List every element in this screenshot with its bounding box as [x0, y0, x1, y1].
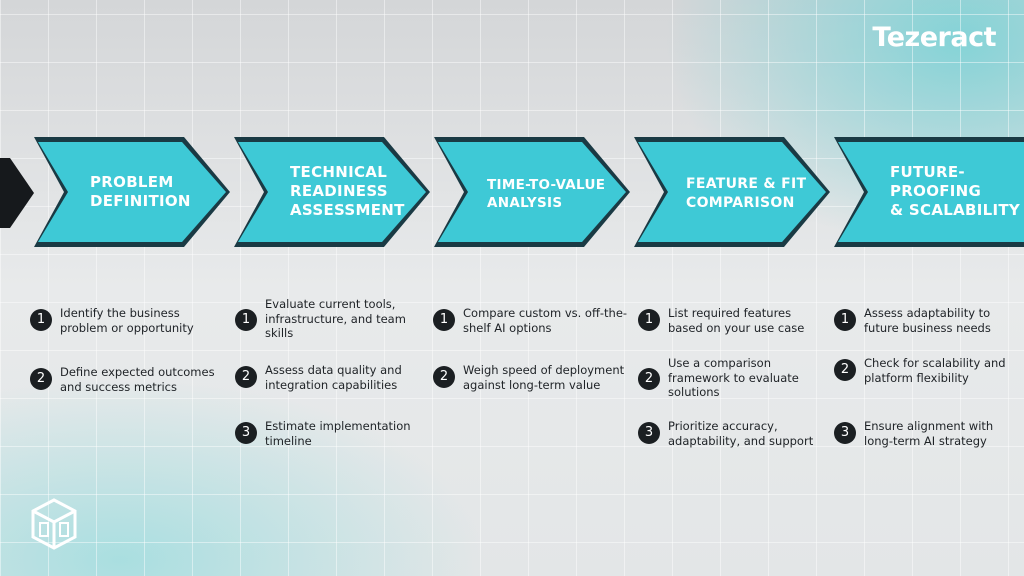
cube-logo-icon	[31, 498, 77, 550]
stage-chevron-time-to-value: TIME-TO-VALUE ANALYSIS	[434, 137, 634, 247]
stage-title: FUTURE- PROOFING & SCALABILITY	[890, 163, 1020, 220]
step-text: Check for scalability and platform flexi…	[864, 356, 1006, 385]
chevron-arrow-icon	[634, 137, 830, 247]
step-number-badge: 2	[235, 366, 257, 388]
step-text: Assess adaptability to future business n…	[864, 306, 991, 335]
stage-1-step-1: 1 Identify the business problem or oppor…	[30, 306, 225, 335]
step-text: Assess data quality and integration capa…	[265, 363, 402, 392]
stage-2-step-3: 3 Estimate implementation timeline	[235, 419, 420, 448]
stage-title-line: & SCALABILITY	[890, 201, 1021, 219]
stage-title-line: FEATURE & FIT	[686, 176, 807, 192]
stage-title-line: ANALYSIS	[487, 195, 563, 211]
stage-chevron-feature-fit: FEATURE & FIT COMPARISON	[634, 137, 834, 247]
stage-title-line: DEFINITION	[90, 192, 191, 210]
stage-title-line: PROBLEM	[90, 173, 174, 191]
stage-title-line: COMPARISON	[686, 195, 795, 211]
stage-2-step-2: 2 Assess data quality and integration ca…	[235, 363, 420, 392]
stage-5-step-3: 3 Ensure alignment with long-term AI str…	[834, 419, 1014, 448]
step-text: Estimate implementation timeline	[265, 419, 411, 448]
stage-title: FEATURE & FIT COMPARISON	[686, 175, 806, 213]
step-text: Prioritize accuracy, adaptability, and s…	[668, 419, 814, 448]
step-text: Define expected outcomes and success met…	[60, 365, 215, 394]
chevron-arrow-icon	[234, 137, 430, 247]
step-number-badge: 2	[638, 368, 660, 390]
brand-logo: Tezeract	[872, 22, 996, 53]
left-arrow-tip-icon	[0, 158, 34, 228]
step-number-badge: 1	[834, 309, 856, 331]
step-text: Use a comparison framework to evaluate s…	[668, 356, 799, 399]
stage-title-line: ASSESSMENT	[290, 201, 405, 219]
stage-4-step-2: 2 Use a comparison framework to evaluate…	[638, 356, 823, 400]
stage-chevron-problem-definition: PROBLEM DEFINITION	[34, 137, 234, 247]
step-text: List required features based on your use…	[668, 306, 805, 335]
chevron-arrow-icon	[834, 137, 1024, 247]
step-number-badge: 3	[235, 422, 257, 444]
step-number-badge: 3	[834, 422, 856, 444]
stage-1-step-2: 2 Define expected outcomes and success m…	[30, 365, 225, 394]
stage-title: TECHNICAL READINESS ASSESSMENT	[290, 163, 405, 220]
stage-3-step-2: 2 Weigh speed of deployment against long…	[433, 363, 633, 392]
chevron-arrow-icon	[434, 137, 630, 247]
step-number-badge: 1	[638, 309, 660, 331]
step-text: Identify the business problem or opportu…	[60, 306, 194, 335]
stage-title-line: READINESS	[290, 182, 388, 200]
stage-chevron-technical-readiness: TECHNICAL READINESS ASSESSMENT	[234, 137, 434, 247]
step-number-badge: 1	[433, 309, 455, 331]
step-number-badge: 1	[30, 309, 52, 331]
stage-5-step-2: 2 Check for scalability and platform fle…	[834, 356, 1014, 385]
step-number-badge: 1	[235, 309, 257, 331]
step-text: Weigh speed of deployment against long-t…	[463, 363, 625, 392]
stage-title-line: PROOFING	[890, 182, 982, 200]
stage-title: TIME-TO-VALUE ANALYSIS	[487, 176, 605, 212]
stage-4-step-3: 3 Prioritize accuracy, adaptability, and…	[638, 419, 823, 448]
step-number-badge: 2	[30, 368, 52, 390]
stage-3-step-1: 1 Compare custom vs. off-the-shelf AI op…	[433, 306, 633, 335]
stage-title: PROBLEM DEFINITION	[90, 173, 191, 211]
step-number-badge: 3	[638, 422, 660, 444]
stage-title-line: TIME-TO-VALUE	[487, 177, 606, 193]
stage-4-step-1: 1 List required features based on your u…	[638, 306, 823, 335]
step-number-badge: 2	[834, 359, 856, 381]
chevron-arrow-icon	[34, 137, 230, 247]
stage-5-step-1: 1 Assess adaptability to future business…	[834, 306, 1014, 335]
step-text: Ensure alignment with long-term AI strat…	[864, 419, 994, 448]
step-text: Compare custom vs. off-the-shelf AI opti…	[463, 306, 628, 335]
stage-chevron-future-proofing: FUTURE- PROOFING & SCALABILITY	[834, 137, 1024, 247]
step-number-badge: 2	[433, 366, 455, 388]
stage-2-step-1: 1 Evaluate current tools, infrastructure…	[235, 297, 420, 341]
stage-title-line: TECHNICAL	[290, 163, 388, 181]
step-text: Evaluate current tools, infrastructure, …	[265, 297, 406, 340]
stage-title-line: FUTURE-	[890, 163, 965, 181]
